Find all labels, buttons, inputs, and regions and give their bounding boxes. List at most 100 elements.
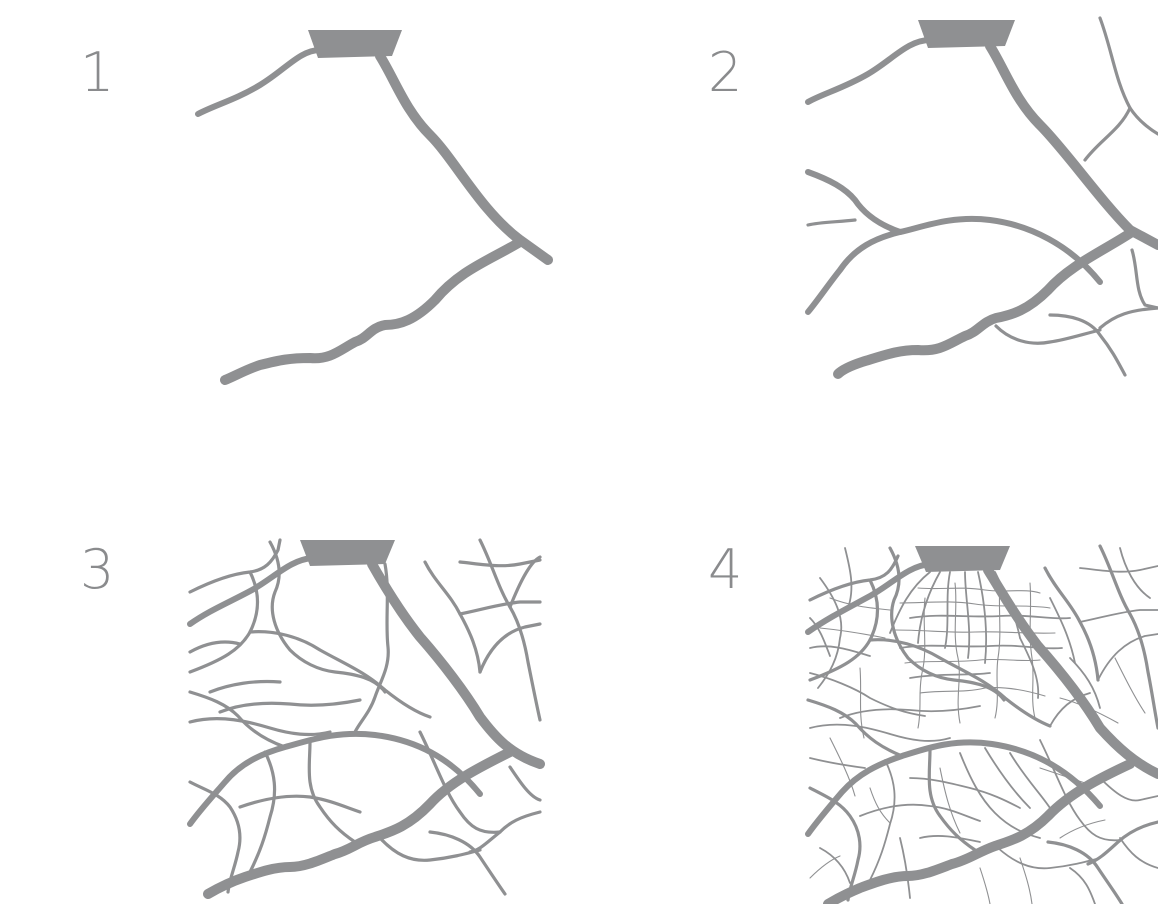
stage-3-network [180,532,550,902]
vessel-branch [805,37,933,105]
capillary [1119,837,1158,869]
capillary [909,672,991,679]
vessel-branch [808,786,862,902]
capillary [809,855,841,879]
capillary [817,577,843,689]
vessel-branch [418,730,502,834]
stage-number-1: 1 [80,41,115,104]
vessel-branch [238,794,362,814]
capillary [899,601,1051,609]
vessel-branch [187,555,315,627]
capillary [904,658,1041,664]
vessel-branch [187,730,483,827]
capillary [869,759,896,881]
capillary [839,705,981,719]
capillary [1019,857,1033,904]
stage-number-2: 2 [708,41,743,104]
vessel-trunk [823,759,1135,904]
vessel-trunk [833,227,1137,379]
capillary [939,767,961,834]
vessel-branch [888,546,1006,702]
vessel-branch [188,690,287,749]
capillary [809,645,871,657]
capillary [909,614,1071,620]
capillary [1009,752,1051,809]
capillary [1119,547,1151,599]
vessel-branch [508,765,542,802]
capillary [984,747,1031,809]
vessel-branch [994,324,1102,345]
vessel-branch [805,215,1103,315]
capillary [1019,637,1040,699]
capillary [859,803,981,822]
vessel-branch [805,169,903,235]
capillary [977,571,988,664]
capillary [919,686,1046,697]
vessel-branch [353,562,390,734]
capillary [809,723,951,742]
capillary [894,629,1056,634]
vessel-branch [458,600,542,616]
vessel-branch [188,640,242,654]
capillary [919,835,981,843]
vessel-branch [268,540,387,694]
capillary [1049,692,1091,727]
vessel-branch [458,558,542,568]
stage-1-network [190,20,560,390]
vessel-branch [1083,106,1132,162]
capillary [1039,739,1121,842]
vessel-branch [508,555,542,609]
vessel-branch [806,218,857,227]
vessel-branch [806,698,904,758]
capillary [819,847,851,884]
vessel-trunk [983,565,1158,779]
vessel-branch [188,717,332,737]
capillary [994,582,1001,719]
vessel-branch [468,810,542,854]
stage-number-3: 3 [80,538,115,601]
capillary [979,867,991,904]
capillary [917,597,926,729]
vessel-branch [805,739,1103,837]
vessel-source [918,20,1015,48]
vessel-branch [478,538,542,722]
capillary [1079,565,1158,573]
vessel-source [300,540,395,566]
capillary [809,617,831,657]
capillary [954,582,961,724]
capillary [959,752,1041,839]
vessel-branch [805,561,933,635]
stage-2-network [800,10,1158,380]
vessel-branch [927,748,977,852]
vessel-trunk [985,41,1158,250]
capillary [1059,697,1119,724]
stage-1-svg [195,30,553,385]
capillary [829,597,891,611]
vessel-branch [428,830,507,896]
capillary [1069,657,1101,709]
vessel-branch [1098,544,1158,730]
capillary [859,667,865,739]
capillary [909,777,1021,809]
vessel-source [915,546,1010,572]
stage-4-svg [805,544,1158,904]
vessel-trunk [220,237,525,385]
stage-4-network [800,538,1158,904]
capillary [829,737,856,797]
capillary [889,571,931,634]
vessel-branch [195,47,323,117]
vessel-branch [868,638,1052,728]
capillary [899,644,1063,650]
vessel-trunk [367,559,545,769]
capillary [944,571,951,649]
stage-2-svg [805,16,1158,379]
capillary [1097,633,1158,681]
vessel-branch [808,554,900,602]
vessel-branch [1130,248,1158,310]
vessel-source [308,30,402,58]
vessel-branch [248,630,432,719]
vessel-branch [248,750,277,874]
capillary [869,787,891,824]
capillary [994,571,1021,639]
capillary [917,571,941,644]
